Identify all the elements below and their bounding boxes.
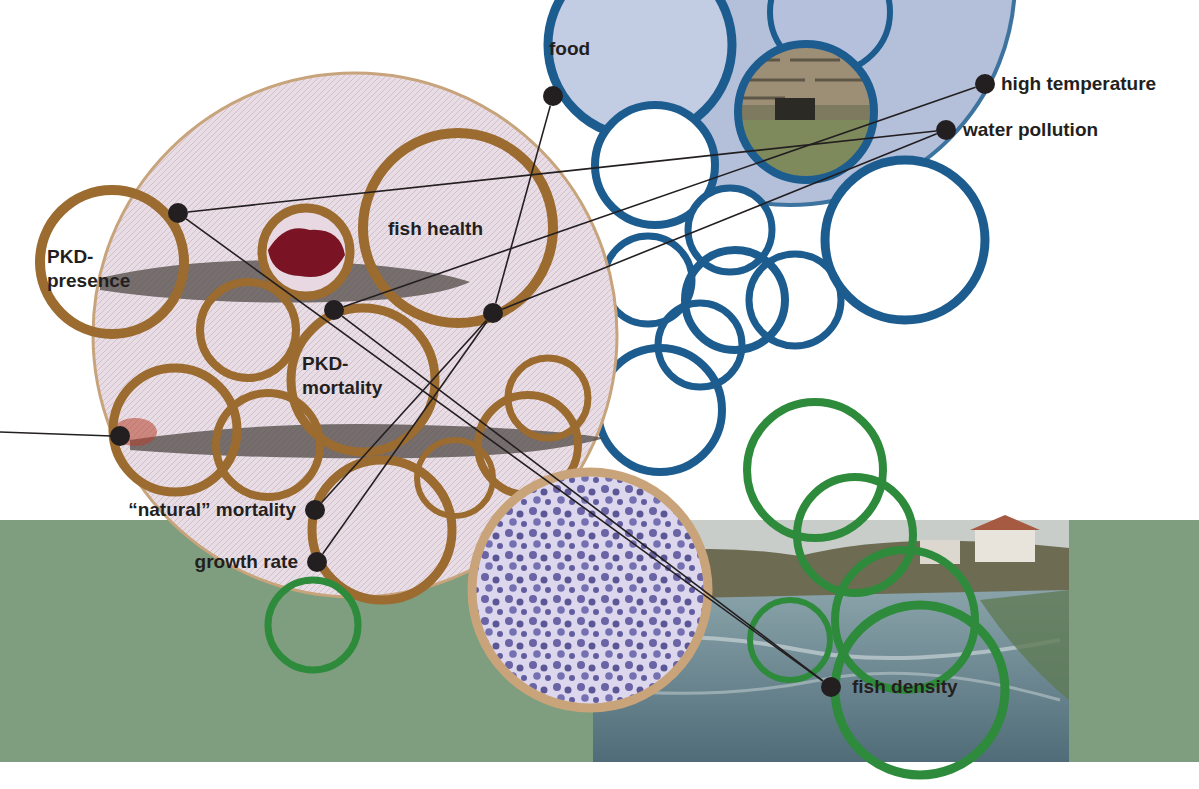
variable-dot <box>305 500 325 520</box>
variable-node: fish health <box>483 303 503 323</box>
variable-dot <box>936 120 956 140</box>
variable-dot <box>543 86 563 106</box>
variable-label: high temperature <box>1001 72 1156 96</box>
variable-dot <box>307 552 327 572</box>
water-circles <box>548 0 1015 472</box>
variable-dot <box>324 300 344 320</box>
influence-line <box>342 316 823 681</box>
variable-dot <box>305 500 325 520</box>
variable-node: PKD- mortality <box>324 300 344 320</box>
variable-dot <box>324 300 344 320</box>
variable-label: fish density <box>852 675 958 699</box>
variable-label: water pollution <box>963 118 1098 142</box>
influence-line <box>188 131 936 212</box>
leader-line <box>0 426 130 446</box>
variable-label: PKD- presence <box>47 245 147 293</box>
variable-dot <box>483 303 503 323</box>
variable-dot <box>975 74 995 94</box>
variable-node: food <box>543 86 563 106</box>
variable-label: growth rate <box>195 550 298 574</box>
influence-line <box>343 87 975 306</box>
variable-dot <box>821 677 841 697</box>
variable-node: growth rate <box>307 552 327 572</box>
influence-line <box>496 106 551 304</box>
variable-dot <box>975 74 995 94</box>
variable-dot <box>168 203 188 223</box>
variable-dot <box>483 303 503 323</box>
variable-dot <box>936 120 956 140</box>
variable-dot <box>168 203 188 223</box>
habitat-circles <box>268 402 1005 775</box>
histology-photo <box>472 472 708 708</box>
variable-node: high temperature <box>975 74 995 94</box>
variable-label: “natural” mortality <box>128 498 296 522</box>
variable-dot <box>821 677 841 697</box>
variable-node: PKD- presence <box>168 203 188 223</box>
influence-line <box>502 134 936 310</box>
influence-line <box>322 320 487 502</box>
influence-line <box>186 219 823 681</box>
variable-label: PKD- mortality <box>302 352 402 400</box>
variable-node: fish density <box>821 677 841 697</box>
variable-node: water pollution <box>936 120 956 140</box>
variable-node: “natural” mortality <box>305 500 325 520</box>
variable-label: fish health <box>388 217 483 241</box>
variable-label: food <box>549 37 590 61</box>
variable-dot <box>307 552 327 572</box>
variable-dot <box>543 86 563 106</box>
